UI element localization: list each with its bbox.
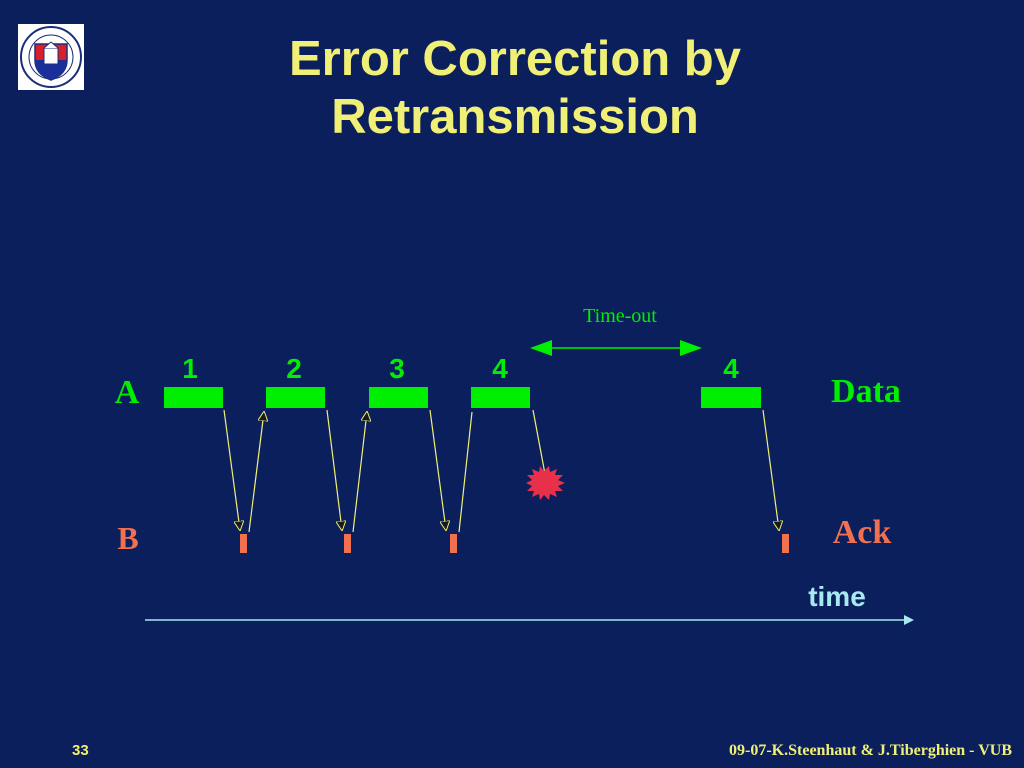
data-arrow-1 xyxy=(223,409,240,530)
ack-mark-1 xyxy=(240,534,247,553)
title-line-1: Error Correction by xyxy=(289,32,741,86)
data-arrow-3 xyxy=(429,409,446,530)
frame-number-label: 1 xyxy=(182,353,198,384)
ack-arrow-3 xyxy=(458,411,473,533)
ack-label: Ack xyxy=(833,514,892,551)
title-line-2: Retransmission xyxy=(331,90,699,144)
data-arrow-4-retransmitted xyxy=(762,409,779,530)
page-number: 33 xyxy=(72,742,89,759)
ack-mark-4 xyxy=(782,534,789,553)
time-axis-arrowhead-icon xyxy=(904,615,914,625)
loss-burst-icon xyxy=(526,466,565,500)
ack-arrow-2 xyxy=(352,412,367,533)
university-seal-icon xyxy=(20,26,82,88)
sender-label: A xyxy=(115,374,140,411)
frame-number-label: 4 xyxy=(723,353,739,384)
data-arrow-4-lost xyxy=(532,409,546,475)
timeout-label: Time-out xyxy=(583,305,657,327)
data-frame-4-retransmitted xyxy=(701,387,761,408)
data-frame-2 xyxy=(266,387,325,408)
university-logo xyxy=(18,24,84,90)
timeout-left-arrowhead-icon xyxy=(530,340,552,356)
ack-mark-2 xyxy=(344,534,351,553)
receiver-label: B xyxy=(117,520,138,556)
frame-number-label: 2 xyxy=(286,353,302,384)
frame-number-label: 4 xyxy=(492,353,508,384)
footer-credit: 09-07-K.Steenhaut & J.Tiberghien - VUB xyxy=(729,742,1012,759)
data-frame-3 xyxy=(369,387,428,408)
ack-mark-3 xyxy=(450,534,457,553)
data-arrow-2 xyxy=(326,409,342,530)
frame-number-label: 3 xyxy=(389,353,405,384)
data-frame-1 xyxy=(164,387,223,408)
time-label: time xyxy=(808,581,866,612)
ack-arrow-1 xyxy=(248,412,264,533)
data-label: Data xyxy=(831,373,901,410)
timeout-right-arrowhead-icon xyxy=(680,340,702,356)
slide-title: Error Correction by Retransmission xyxy=(150,30,880,146)
data-frame-4 xyxy=(471,387,530,408)
